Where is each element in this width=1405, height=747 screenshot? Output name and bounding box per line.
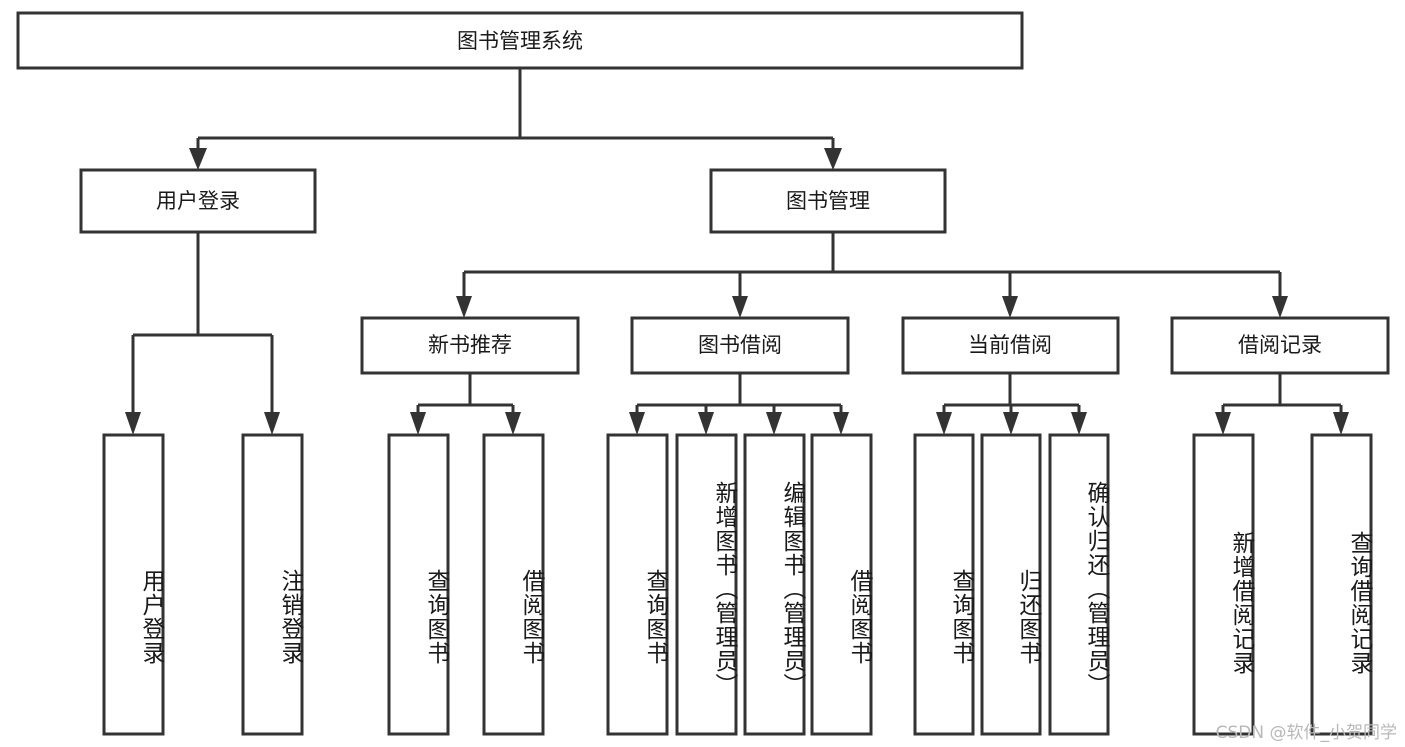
arrow-head-icon (936, 412, 952, 435)
node-box-leaf-borrow-record-0[interactable] (1192, 433, 1255, 736)
node-label-leaf-book-borrow-2: 编辑图书（管理员） (779, 480, 805, 697)
node-box-leaf-new-book-0[interactable] (387, 433, 450, 736)
node-label-leaf-user-login-0: 用户登录 (138, 569, 164, 665)
node-box-leaf-current-borrow-2[interactable] (1048, 433, 1110, 736)
arrow-head-icon (833, 412, 849, 435)
node-box-leaf-current-borrow-1[interactable] (980, 433, 1042, 736)
arrow-head-icon (1003, 412, 1019, 435)
connector-group-current-borrow (936, 373, 1087, 435)
node-label-leaf-new-book-1: 借阅图书 (518, 569, 544, 665)
node-box-current-borrow[interactable] (901, 316, 1120, 375)
arrow-head-icon (629, 412, 645, 435)
arrow-head-icon (698, 412, 714, 435)
node-label-leaf-book-borrow-0: 查询图书 (642, 569, 668, 665)
node-label-leaf-book-borrow-1: 新增图书（管理员） (711, 480, 737, 697)
node-box-leaf-book-borrow-1[interactable] (675, 433, 738, 736)
arrow-head-icon (1215, 412, 1231, 435)
arrow-head-icon (824, 148, 842, 170)
arrow-head-icon (505, 412, 521, 435)
node-box-leaf-book-borrow-3[interactable] (810, 433, 873, 736)
node-label-leaf-current-borrow-0: 查询图书 (948, 569, 974, 665)
arrow-head-icon (1071, 412, 1087, 435)
node-box-book-borrow[interactable] (630, 316, 850, 375)
arrow-head-icon (189, 148, 207, 170)
node-box-book-manage[interactable] (709, 168, 947, 234)
node-label-leaf-new-book-0: 查询图书 (423, 569, 449, 665)
connector-group-root (189, 68, 842, 170)
node-label-user-login: 用户登录 (156, 189, 240, 213)
node-box-leaf-user-login-0[interactable] (102, 433, 165, 736)
arrow-head-icon (732, 296, 748, 318)
node-box-leaf-current-borrow-0[interactable] (913, 433, 975, 736)
node-label-leaf-current-borrow-2: 确认归还（管理员） (1083, 480, 1109, 697)
node-box-user-login[interactable] (79, 168, 317, 234)
node-label-borrow-record: 借阅记录 (1238, 333, 1322, 357)
arrow-head-icon (1272, 296, 1288, 318)
node-label-leaf-book-borrow-3: 借阅图书 (846, 569, 872, 665)
arrow-head-icon (1333, 412, 1349, 435)
arrow-head-icon (1002, 296, 1018, 318)
csdn-watermark: CSDN @软件_小贺同学 (1215, 723, 1397, 743)
node-label-leaf-borrow-record-0: 新增借阅记录 (1228, 531, 1254, 675)
arrow-head-icon (456, 296, 472, 318)
connector-group-book-manage (456, 232, 1288, 318)
node-box-leaf-user-login-1[interactable] (241, 433, 304, 736)
node-label-current-borrow: 当前借阅 (968, 333, 1052, 357)
node-box-borrow-record[interactable] (1170, 316, 1390, 375)
node-box-leaf-borrow-record-1[interactable] (1310, 433, 1373, 736)
connector-group-new-book (410, 373, 521, 435)
node-label-leaf-user-login-1: 注销登录 (277, 569, 303, 665)
arrow-head-icon (766, 412, 782, 435)
node-box-root[interactable] (16, 11, 1024, 70)
node-box-leaf-book-borrow-2[interactable] (743, 433, 806, 736)
node-box-leaf-new-book-1[interactable] (482, 433, 545, 736)
arrow-head-icon (264, 412, 280, 435)
node-box-leaf-book-borrow-0[interactable] (606, 433, 669, 736)
node-label-leaf-current-borrow-1: 归还图书 (1015, 569, 1041, 665)
connector-group-borrow-record (1215, 373, 1349, 435)
arrow-head-icon (125, 412, 141, 435)
node-label-root: 图书管理系统 (457, 29, 583, 53)
connector-group-user-login (125, 232, 280, 435)
arrow-head-icon (410, 412, 426, 435)
node-label-new-book: 新书推荐 (428, 333, 512, 357)
node-box-new-book[interactable] (360, 316, 580, 375)
connector-group-book-borrow (629, 373, 849, 435)
node-label-book-manage: 图书管理 (786, 189, 870, 213)
node-label-book-borrow: 图书借阅 (698, 333, 782, 357)
node-label-leaf-borrow-record-1: 查询借阅记录 (1346, 531, 1372, 675)
